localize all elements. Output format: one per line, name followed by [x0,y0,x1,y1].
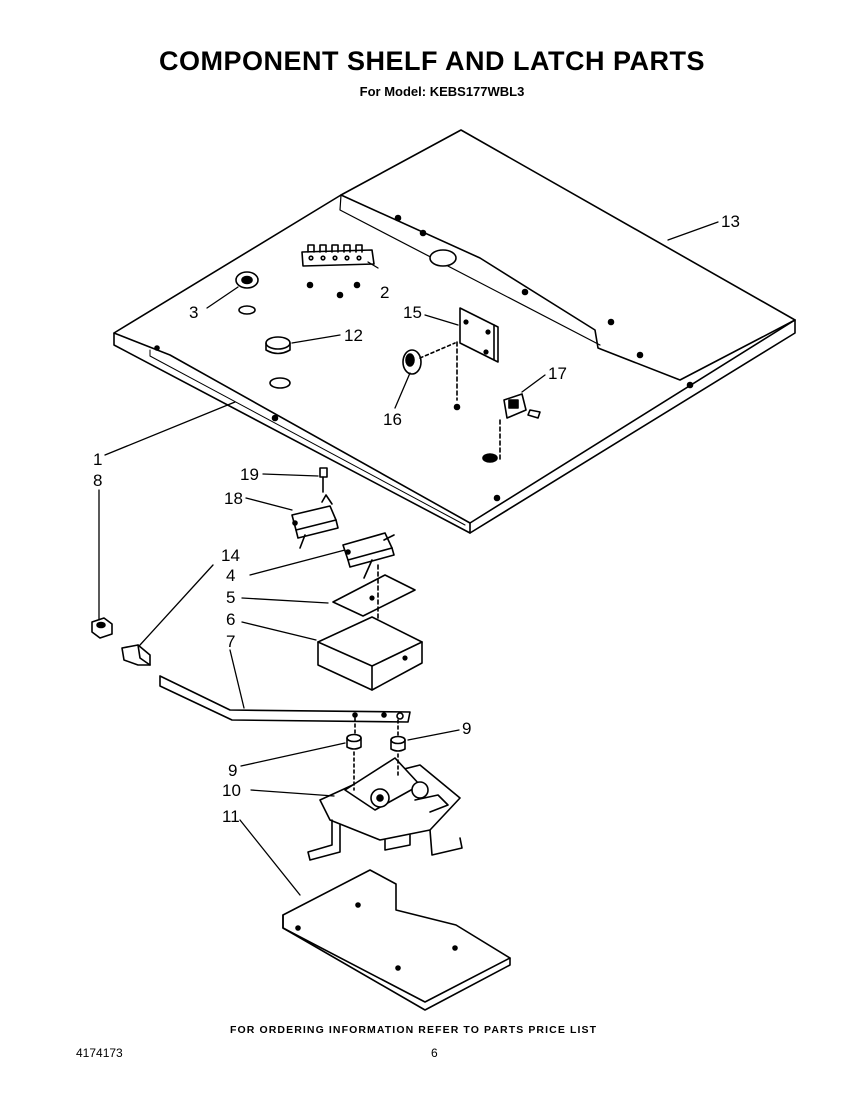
callout-11: 11 [222,807,240,826]
mounting-bracket [456,307,499,401]
terminal-block [301,244,375,267]
callout-4: 4 [226,566,235,585]
callout-18: 18 [224,489,243,508]
callout-8: 8 [93,471,102,490]
callout-17: 17 [548,364,567,383]
document-number: 4174173 [76,1046,123,1060]
model-subtitle: For Model: KEBS177WBL3 [359,84,525,99]
callout-14: 14 [221,546,240,565]
grommet [235,271,259,315]
relay-switch [499,393,541,461]
callout-3: 3 [189,303,198,322]
plug-button [265,336,291,389]
callout-9-right: 9 [462,719,471,738]
leader-lines [98,221,719,896]
callout-12: 12 [344,326,363,345]
callout-labels: 13 2 3 12 15 16 17 1 8 19 18 14 4 5 6 7 … [93,212,740,826]
callout-19: 19 [240,465,259,484]
door-switch [342,532,395,579]
switch-assembly [291,494,339,549]
callout-9-left: 9 [228,761,237,780]
page-title: COMPONENT SHELF AND LATCH PARTS [159,46,705,76]
rotary-switch [402,342,456,375]
callout-15: 15 [403,303,422,322]
page-number: 6 [431,1046,438,1060]
callout-2: 2 [380,283,389,302]
switch-housing [317,616,423,691]
callout-10: 10 [222,781,241,800]
latch-rod [159,675,411,736]
component-shelf [113,129,796,534]
screw [319,467,328,493]
callout-7: 7 [226,632,235,651]
spacer-left [346,733,362,750]
latch-cam [91,617,113,639]
ordering-note: FOR ORDERING INFORMATION REFER TO PARTS … [230,1024,598,1036]
callout-5: 5 [226,588,235,607]
callout-6: 6 [226,610,235,629]
latch-mechanism [307,751,463,861]
callout-1: 1 [93,450,102,469]
callout-16: 16 [383,410,402,429]
spacer-right [390,735,406,752]
latch-guide [121,644,151,666]
callout-13: 13 [721,212,740,231]
bottom-cover [282,869,511,1011]
